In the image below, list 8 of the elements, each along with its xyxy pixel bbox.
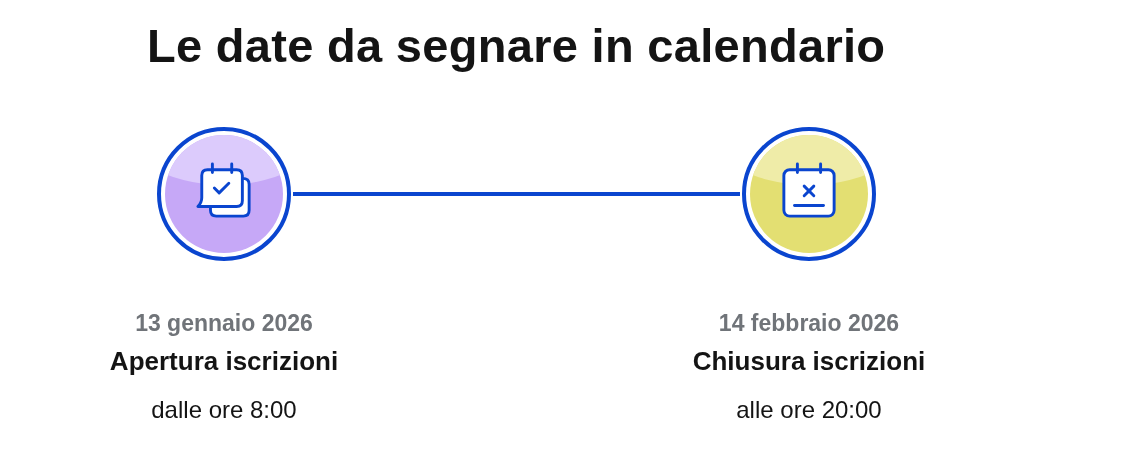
date-text: 13 gennaio 2026 — [135, 310, 313, 336]
milestone-heading: Chiusura iscrizioni — [692, 346, 926, 376]
title-heading: Le date da segnare in calendario — [147, 19, 886, 74]
time-text: alle ore 20:00 — [736, 396, 882, 424]
date-text: 14 febbraio 2026 — [718, 310, 900, 336]
connector-line — [293, 192, 740, 196]
time-text: dalle ore 8:00 — [151, 396, 297, 424]
milestone-heading: Apertura iscrizioni — [109, 346, 339, 376]
